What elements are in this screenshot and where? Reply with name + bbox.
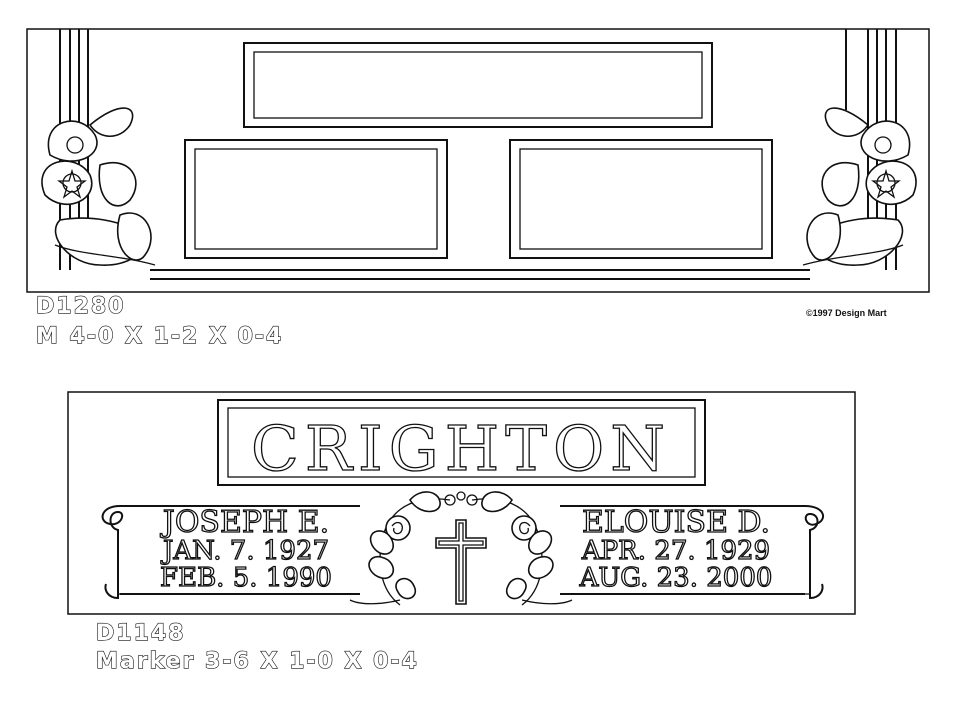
scroll-icon [101,505,825,600]
top-design-size: M 4-0 X 1-2 X 0-4 [36,324,283,349]
right-inscription: ELOUISE D. APR. 27. 1929 AUG. 23. 2000 [578,504,773,593]
copyright-text: ©1997 Design Mart [806,308,887,318]
bottom-marker: CRIGHTON JOSEPH E. JAN. 7. 1927 FEB. 5. … [67,391,856,675]
rose-icon [349,491,573,606]
right-panel [509,139,773,259]
left-panel [184,139,448,259]
morning-glory-flower-icon [802,107,917,266]
bottom-design-code: D1148 [96,621,186,646]
left-person-born: JAN. 7. 1927 [160,536,329,566]
name-panel: CRIGHTON [217,399,706,486]
cross-icon [435,519,487,605]
family-name: CRIGHTON [251,412,671,485]
morning-glory-flower-icon [41,107,156,266]
top-design-code: D1280 [36,294,126,319]
top-monument: D1280 M 4-0 X 1-2 X 0-4 ©1997 Design Mar… [26,28,930,350]
bottom-design-size: Marker 3-6 X 1-0 X 0-4 [96,649,419,674]
right-person-name: ELOUISE D. [582,505,770,540]
top-panel [243,42,713,128]
base-lines [150,269,810,280]
right-person-died: AUG. 23. 2000 [579,563,773,593]
left-inscription: JOSEPH E. JAN. 7. 1927 FEB. 5. 1990 [159,504,332,593]
left-person-died: FEB. 5. 1990 [160,563,332,593]
right-person-born: APR. 27. 1929 [581,536,770,566]
left-person-name: JOSEPH E. [160,505,329,540]
